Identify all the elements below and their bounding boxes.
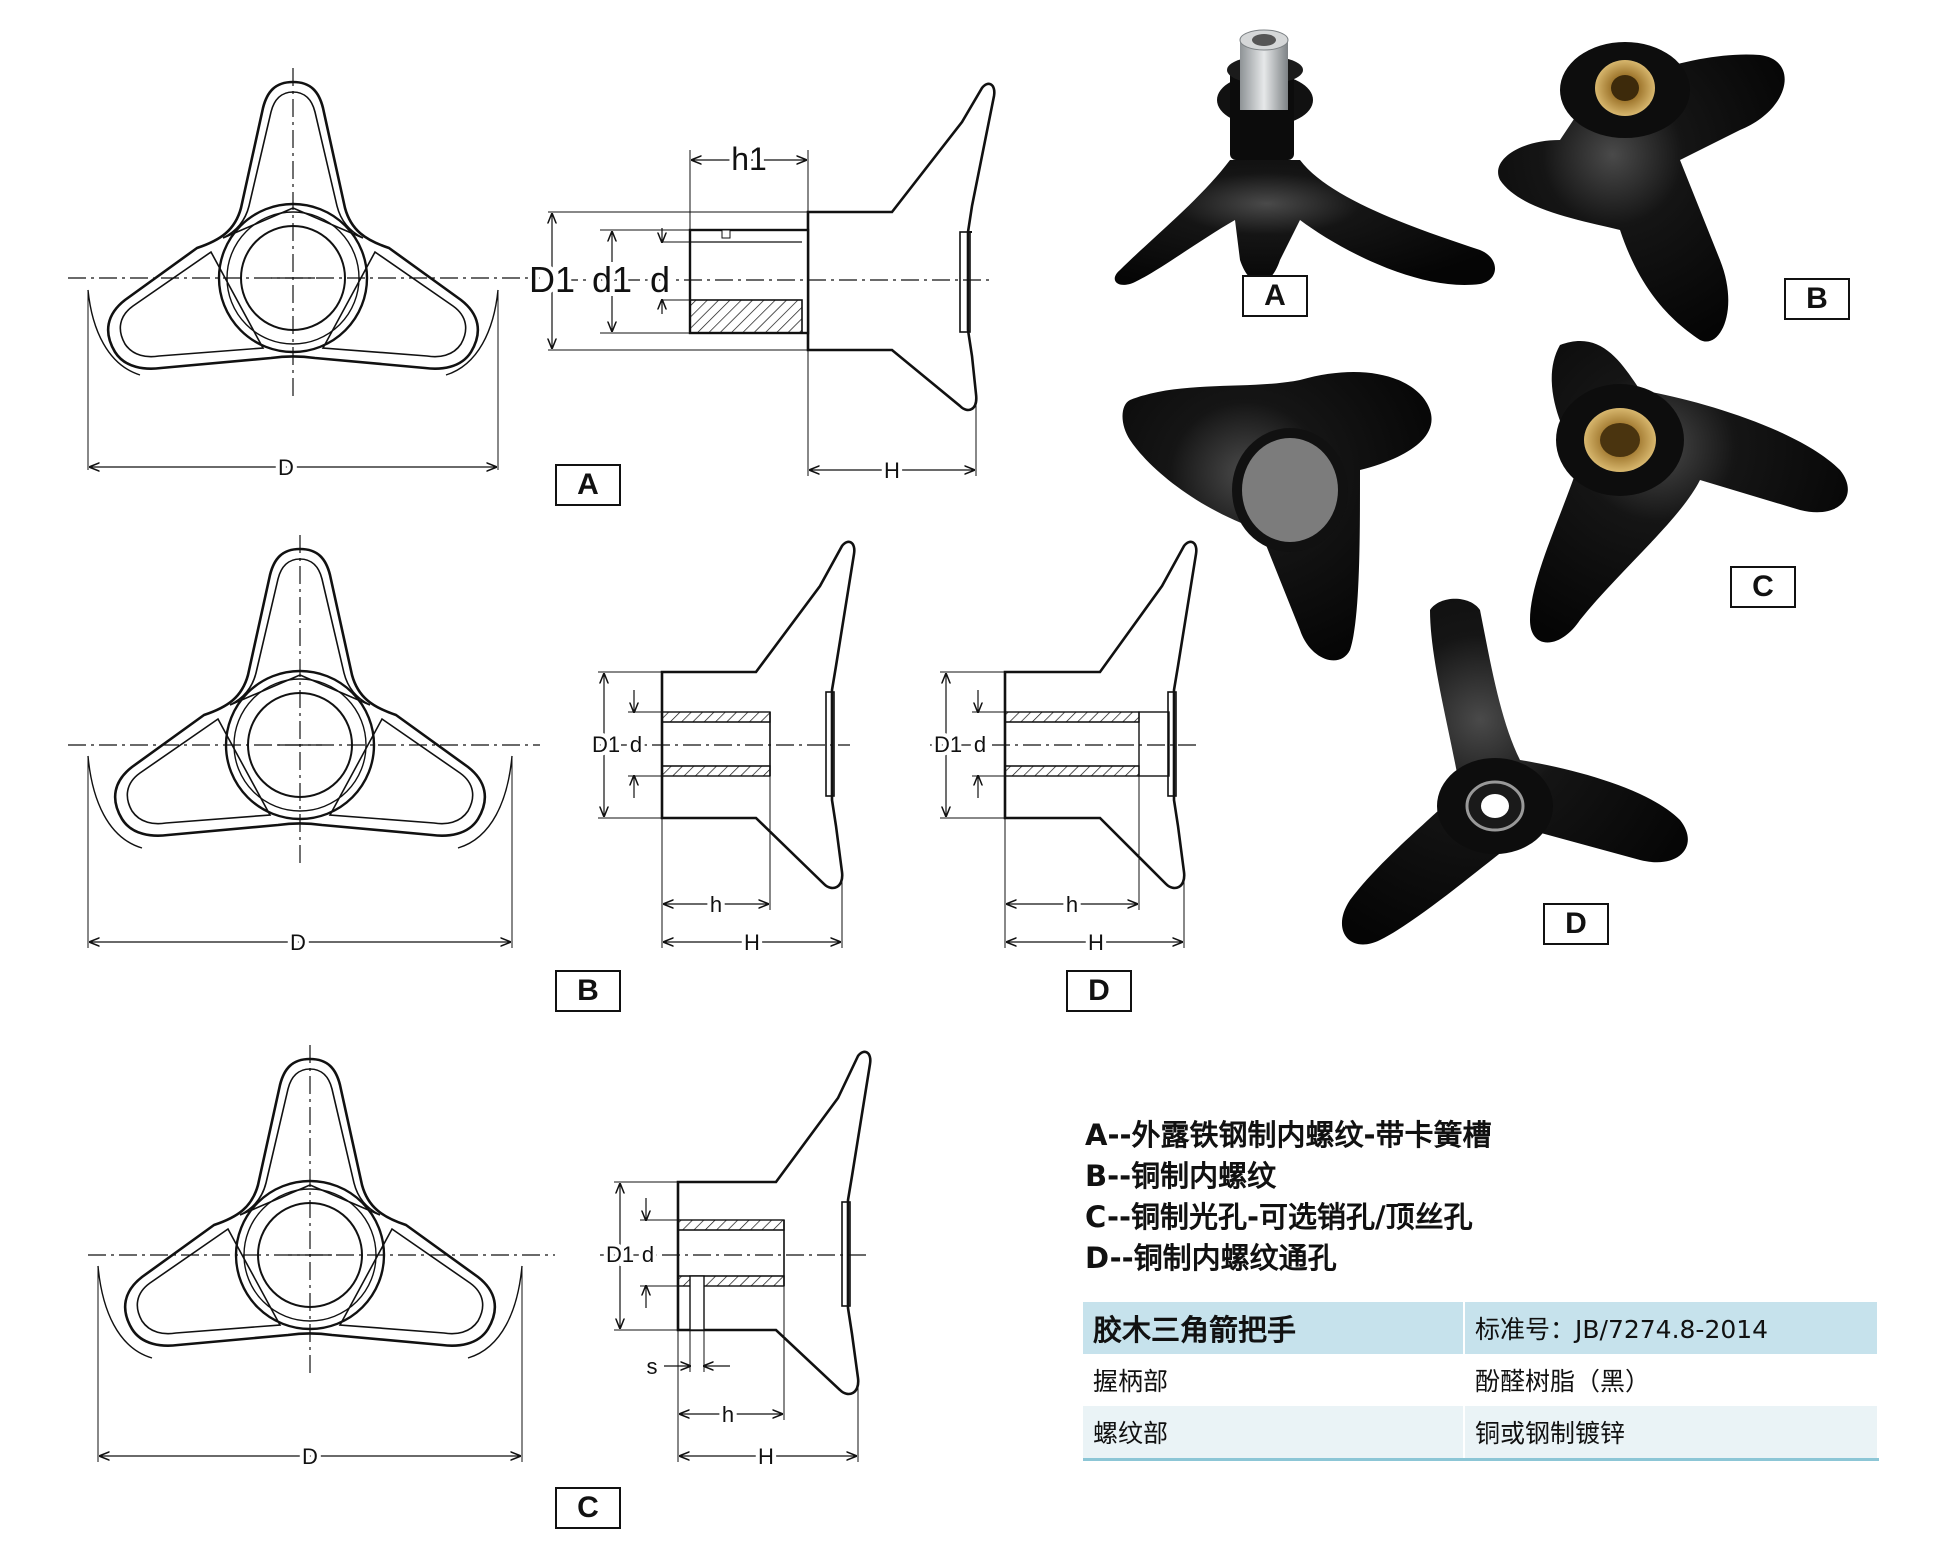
label-photo-a: A	[1242, 275, 1308, 317]
dim-b-D1: D1	[592, 732, 620, 757]
dim-d-h: h	[1066, 892, 1078, 917]
standard-number: 标准号：JB/7274.8-2014	[1464, 1302, 1879, 1354]
label-drawing-a: A	[555, 464, 621, 506]
dim-b-D: D	[290, 930, 306, 955]
dim-c-H: H	[758, 1444, 774, 1469]
photo-knob-d	[1341, 598, 1688, 945]
drawing-a-side-view	[548, 82, 996, 476]
drawing-d-side-view	[930, 540, 1198, 948]
label-drawing-b: B	[555, 970, 621, 1012]
dim-b-H: H	[744, 930, 760, 955]
photo-knob-a	[1114, 29, 1495, 285]
dim-a-d: d	[650, 259, 670, 300]
part-material: 酚醛树脂（黑）	[1464, 1354, 1879, 1406]
drawing-c-side-view	[600, 1050, 872, 1462]
part-material: 铜或钢制镀锌	[1464, 1406, 1879, 1460]
dim-a-D: D	[278, 455, 294, 480]
description-c: C--铜制光孔-可选销孔/顶丝孔	[1085, 1200, 1473, 1234]
drawing-b-side-view	[590, 540, 856, 948]
dim-a-d1: d1	[592, 259, 632, 300]
product-name: 胶木三角箭把手	[1083, 1302, 1465, 1354]
dim-c-d: d	[642, 1242, 654, 1267]
photo-knob-b	[1498, 42, 1785, 342]
label-photo-d: D	[1543, 903, 1609, 945]
photo-knob-c	[1530, 341, 1848, 643]
label-photo-c: C	[1730, 566, 1796, 608]
part-name: 螺纹部	[1083, 1406, 1465, 1460]
dim-c-D: D	[302, 1444, 318, 1469]
dim-c-s: s	[647, 1354, 658, 1379]
spec-table: 胶木三角箭把手 标准号：JB/7274.8-2014 握柄部 酚醛树脂（黑） 螺…	[1083, 1302, 1879, 1461]
dim-a-h1: h1	[731, 141, 767, 177]
table-row: 握柄部 酚醛树脂（黑）	[1083, 1354, 1879, 1406]
dim-b-d: d	[630, 732, 642, 757]
description-a: A--外露铁钢制内螺纹-带卡簧槽	[1085, 1118, 1492, 1152]
dim-d-d: d	[974, 732, 986, 757]
description-d: D--铜制内螺纹通孔	[1085, 1241, 1337, 1275]
dim-c-h: h	[722, 1402, 734, 1427]
dim-b-h: h	[710, 892, 722, 917]
drawing-a-top-view	[68, 66, 540, 470]
dim-a-H: H	[884, 458, 900, 483]
label-photo-b: B	[1784, 278, 1850, 320]
dim-d-H: H	[1088, 930, 1104, 955]
label-drawing-c: C	[555, 1487, 621, 1529]
drawing-b-top-view	[68, 533, 540, 948]
part-name: 握柄部	[1083, 1354, 1465, 1406]
dim-a-D1: D1	[529, 259, 575, 300]
drawing-c-top-view	[88, 1043, 555, 1462]
description-b: B--铜制内螺纹	[1085, 1159, 1277, 1193]
table-row: 螺纹部 铜或钢制镀锌	[1083, 1406, 1879, 1460]
spec-table-header: 胶木三角箭把手 标准号：JB/7274.8-2014	[1083, 1302, 1879, 1354]
photo-knob-flat-top	[1122, 371, 1432, 661]
dim-c-D1: D1	[606, 1242, 634, 1267]
dim-d-D1: D1	[934, 732, 962, 757]
label-drawing-d: D	[1066, 970, 1132, 1012]
